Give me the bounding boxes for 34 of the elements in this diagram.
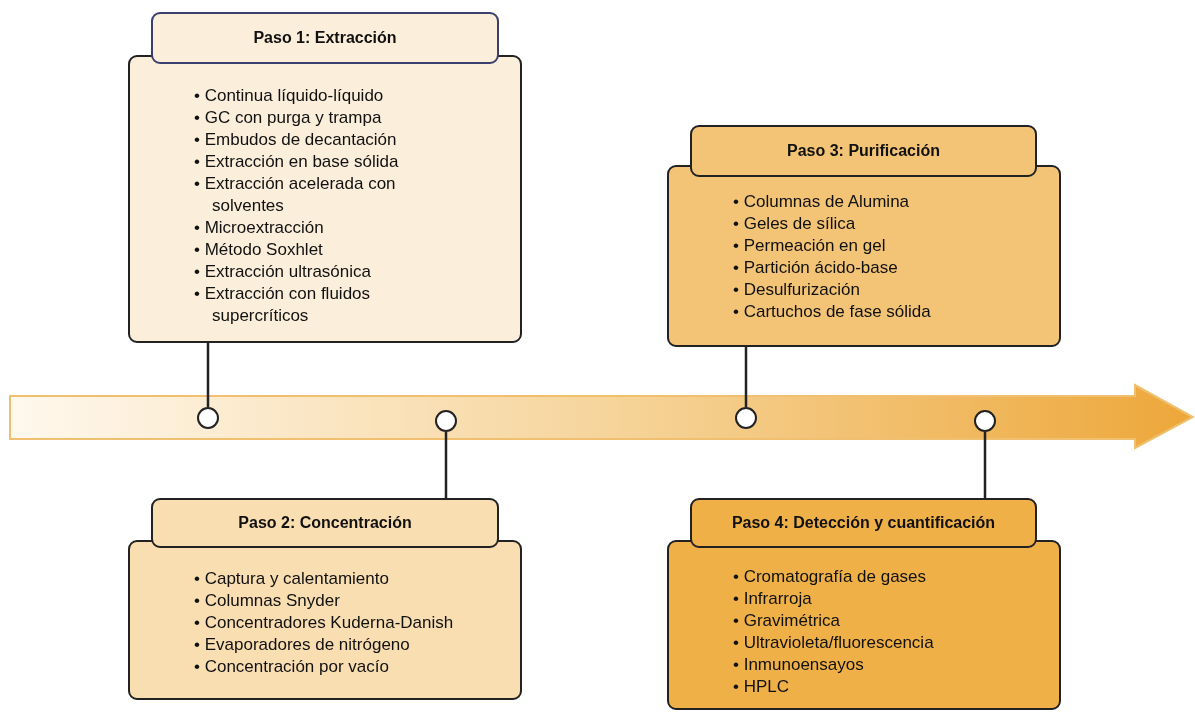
- list-item: • Microextracción: [194, 217, 325, 239]
- list-item: • Continua líquido-líquido: [194, 85, 385, 107]
- list-item: • Concentradores Kuderna-Danish: [194, 612, 455, 634]
- connector-line: [983, 432, 987, 498]
- connector-line: [744, 347, 748, 407]
- list-item: • Desulfurización: [733, 279, 861, 301]
- step-heading: Paso 3: Purificación: [690, 125, 1037, 177]
- list-item: • Método Soxhlet: [194, 239, 324, 261]
- list-item: • Extracción en base sólida: [194, 151, 400, 173]
- list-item: • Geles de sílica: [733, 213, 857, 235]
- list-item: • Evaporadores de nitrógeno: [194, 634, 411, 656]
- step-heading: Paso 1: Extracción: [151, 12, 499, 64]
- list-item: • Permeación en gel: [733, 235, 887, 257]
- list-item: • Cartuchos de fase sólida: [733, 301, 932, 323]
- list-item: • Captura y calentamiento: [194, 568, 390, 590]
- connector-line: [444, 432, 448, 498]
- list-item: • Extracción ultrasónica: [194, 261, 372, 283]
- list-item: • Inmunoensayos: [733, 654, 865, 676]
- step-heading: Paso 2: Concentración: [151, 498, 499, 548]
- list-item: • Infrarroja: [733, 588, 813, 610]
- list-item: • Columnas Snyder: [194, 590, 341, 612]
- list-item: • Cromatografía de gases: [733, 566, 928, 588]
- list-item: • Ultravioleta/fluorescencia: [733, 632, 935, 654]
- list-item: • Concentración por vacío: [194, 656, 390, 678]
- list-item: • Extracción con fluidos supercríticos: [194, 283, 372, 327]
- connector-line: [206, 343, 210, 407]
- list-item: • Gravimétrica: [733, 610, 842, 632]
- list-item: • GC con purga y trampa: [194, 107, 383, 129]
- list-item: • Columnas de Alumina: [733, 191, 911, 213]
- list-item: • Embudos de decantación: [194, 129, 398, 151]
- step-heading: Paso 4: Detección y cuantificación: [690, 498, 1037, 548]
- list-item: • Partición ácido-base: [733, 257, 899, 279]
- list-item: • HPLC: [733, 676, 791, 698]
- list-item: • Extracción acelerada con solventes: [194, 173, 397, 217]
